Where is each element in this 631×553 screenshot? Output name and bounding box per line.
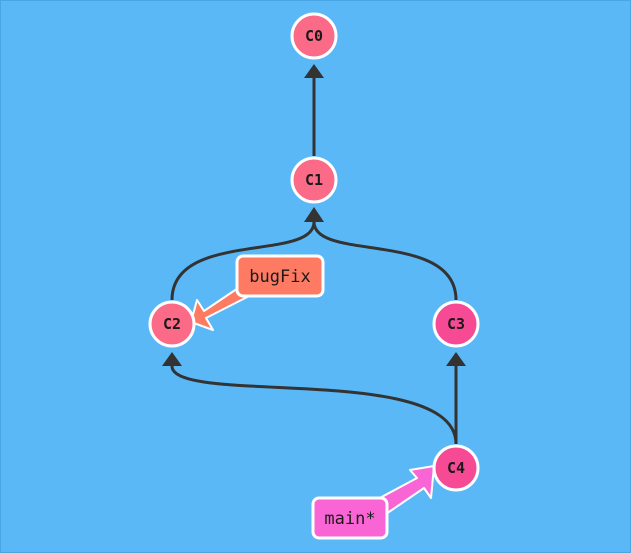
edge-c4-c2-arrowhead [162,352,182,366]
branch-name-main: main* [324,509,375,529]
commit-node-c0[interactable]: C0 [290,12,338,60]
commit-label-c3: C3 [447,315,465,333]
branch-name-bugfix: bugFix [249,267,310,287]
branch-label-main[interactable]: main* [311,496,389,540]
edge-c2-c1 [170,221,316,301]
edge-c1-arrowhead [304,207,324,222]
branch-pointers [190,277,435,515]
commit-label-c1: C1 [305,171,323,189]
edge-c4-c3-arrowhead [446,352,466,366]
edge-c1-c0-arrowhead [304,64,324,78]
branch-label-bugfix[interactable]: bugFix [235,254,325,298]
commit-node-c1[interactable]: C1 [290,156,338,204]
edge-c3-c1 [312,221,458,301]
commit-node-c2[interactable]: C2 [148,300,196,348]
commit-label-c2: C2 [163,315,181,333]
main-pointer-arrow [375,465,435,515]
commit-node-c4[interactable]: C4 [432,444,480,492]
commit-label-c0: C0 [305,27,323,45]
commit-node-c3[interactable]: C3 [432,300,480,348]
commit-label-c4: C4 [447,459,465,477]
edge-c4-c2 [170,365,458,445]
commit-edges [162,64,466,445]
